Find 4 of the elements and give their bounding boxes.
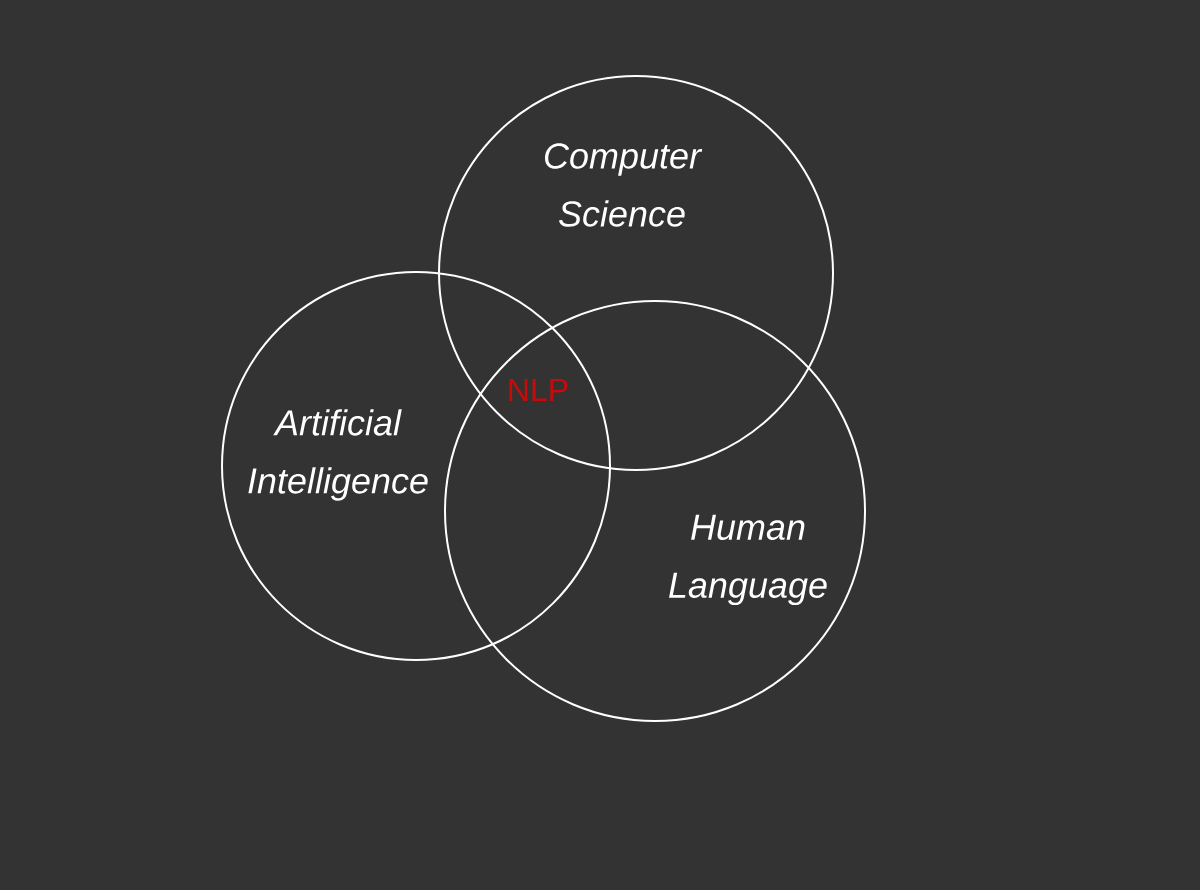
circle-label: Computer Science: [544, 143, 703, 227]
circle-label: Human Language: [669, 514, 827, 606]
circle-label: Artificial Intelligence: [248, 409, 428, 501]
intersection-label: NLP: [509, 379, 568, 401]
